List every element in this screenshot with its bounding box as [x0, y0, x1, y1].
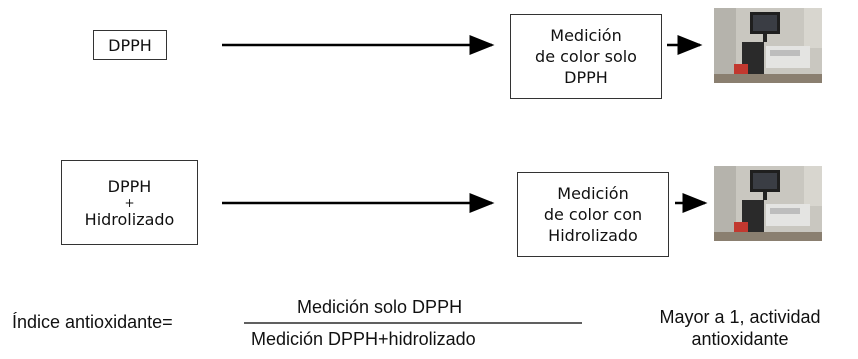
- note-line-1: Mayor a 1, actividad: [659, 307, 821, 327]
- dpph-box: DPPH: [93, 30, 167, 60]
- measure-hydrolyzate-line-1: Medición: [557, 184, 629, 203]
- dpph-box-label: DPPH: [108, 35, 152, 55]
- measure-hydrolyzate-line-2: de color con: [543, 205, 643, 224]
- measure-dpph-line-1: Medición: [550, 26, 622, 45]
- formula-denominator: Medición DPPH+hidrolizado: [251, 329, 476, 349]
- measure-hydrolyzate-line-3: Hidrolizado: [548, 226, 638, 245]
- plus-sign: +: [124, 195, 135, 210]
- formula-numerator: Medición solo DPPH: [297, 297, 463, 317]
- measure-dpph-box: Medición de color solo DPPH: [510, 14, 662, 99]
- dpph-hydrolyzate-line-1: DPPH: [107, 176, 152, 196]
- dpph-hydrolyzate-box: DPPH + Hidrolizado: [61, 160, 198, 245]
- measure-dpph-line-3: DPPH: [564, 68, 608, 87]
- note-line-2: antioxidante: [691, 329, 789, 349]
- spectrophotometer-photo-1: [714, 8, 822, 83]
- formula-lhs: Índice antioxidante=: [12, 312, 173, 332]
- measure-hydrolyzate-box: Medición de color con Hidrolizado: [517, 172, 669, 257]
- interpretation-note: Mayor a 1, actividad antioxidante: [625, 306, 855, 350]
- dpph-hydrolyzate-line-3: Hidrolizado: [84, 209, 175, 229]
- measure-dpph-line-2: de color solo: [535, 47, 637, 66]
- spectrophotometer-photo-2: [714, 166, 822, 241]
